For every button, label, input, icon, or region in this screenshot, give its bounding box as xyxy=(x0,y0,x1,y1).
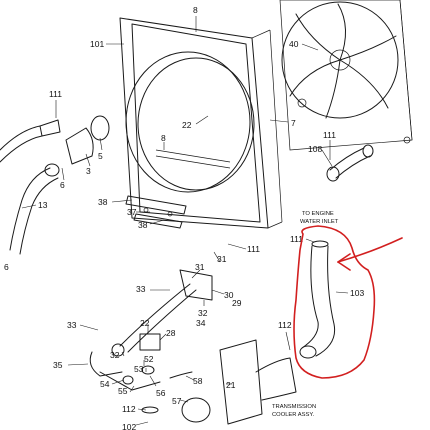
callout-8: 8 xyxy=(193,5,198,15)
callout-32b: 32 xyxy=(110,350,120,360)
red-arrow-shaft xyxy=(337,237,403,263)
callout-31: 31 xyxy=(217,254,227,264)
lower-left-hose xyxy=(9,163,60,255)
callout-112: 112 xyxy=(278,320,292,330)
callout-31b: 31 xyxy=(195,262,205,272)
callout-111b: 111 xyxy=(323,130,336,140)
red-arrowhead xyxy=(337,253,351,271)
callout-6: 6 xyxy=(60,180,65,190)
red-circle-outline xyxy=(293,225,376,379)
callout-22b: 22 xyxy=(140,318,150,328)
callout-35: 35 xyxy=(53,360,63,370)
fan-shroud xyxy=(119,17,283,229)
callout-102: 102 xyxy=(122,422,136,430)
callout-101: 101 xyxy=(90,39,104,49)
callout-111: 111 xyxy=(49,89,62,99)
callout-55: 55 xyxy=(118,386,128,396)
red-annotation: 103 xyxy=(293,225,403,379)
callout-5: 5 xyxy=(98,151,103,161)
leader-lines xyxy=(21,16,333,426)
hose-108 xyxy=(326,144,374,182)
callout-58: 58 xyxy=(193,376,203,386)
upper-radiator-hose xyxy=(0,115,110,165)
callout-111d: 111 xyxy=(290,234,303,244)
callout-57: 57 xyxy=(172,396,182,406)
callout-38b: 38 xyxy=(138,220,148,230)
callout-3: 3 xyxy=(86,166,91,176)
callout-34: 34 xyxy=(196,318,206,328)
callout-8b: 8 xyxy=(161,133,166,143)
callout-29: 29 xyxy=(232,298,242,308)
callout-30: 30 xyxy=(224,290,234,300)
callout-labels: 8 101 40 7 22 8 111 111 108 5 3 6 13 6 3… xyxy=(4,5,336,430)
callout-28: 28 xyxy=(166,328,176,338)
hose-103 xyxy=(299,240,336,359)
callout-52: 52 xyxy=(144,354,154,364)
callout-33b: 33 xyxy=(67,320,77,330)
callout-21: 21 xyxy=(226,380,236,390)
engine-inlet-note-line2: WATER INLET xyxy=(300,219,339,225)
cooler-note-line1: TRANSMISSION xyxy=(272,404,316,410)
callout-38: 38 xyxy=(98,197,108,207)
callout-33: 33 xyxy=(136,284,146,294)
callout-7: 7 xyxy=(291,118,296,128)
callout-108: 108 xyxy=(308,144,322,154)
callout-37: 37 xyxy=(127,207,137,217)
lower-piping xyxy=(89,269,297,425)
callout-32: 32 xyxy=(198,308,208,318)
callout-40: 40 xyxy=(289,39,299,49)
callout-13: 13 xyxy=(38,200,48,210)
callout-112b: 112 xyxy=(122,404,136,414)
callout-111c: 111 xyxy=(247,244,260,254)
fan-assembly xyxy=(279,0,413,151)
callout-103: 103 xyxy=(350,288,364,298)
engine-inlet-note-line1: TO ENGINE xyxy=(302,211,334,217)
callout-22: 22 xyxy=(182,120,192,130)
cooler-note-line2: COOLER ASSY. xyxy=(272,412,314,418)
callout-53: 53 xyxy=(134,364,144,374)
callout-6b: 6 xyxy=(4,262,9,272)
callout-56: 56 xyxy=(156,388,166,398)
notes: TO ENGINE WATER INLET TRANSMISSION COOLE… xyxy=(272,211,339,418)
callout-54: 54 xyxy=(100,379,110,389)
